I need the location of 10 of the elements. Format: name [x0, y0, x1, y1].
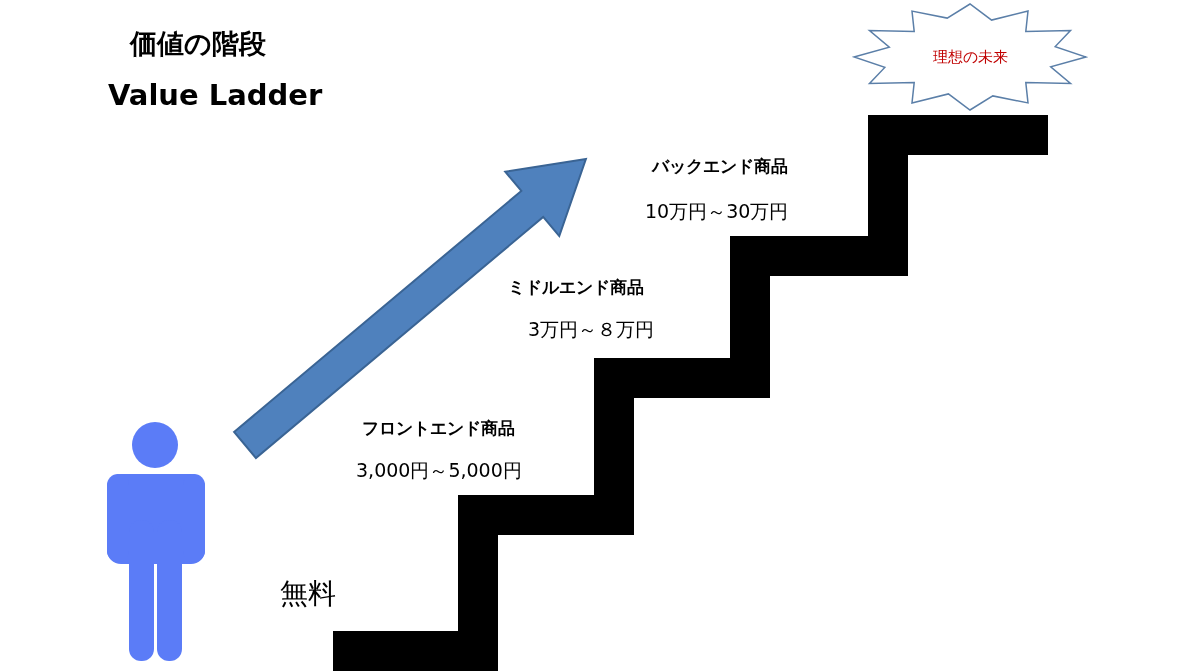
- subtitle: Value Ladder: [108, 78, 323, 113]
- tier-name: ミドルエンド商品: [508, 277, 644, 298]
- burst-label: 理想の未来: [932, 47, 1008, 67]
- tier-name: フロントエンド商品: [362, 418, 515, 439]
- tier-name: 無料: [280, 577, 336, 611]
- price-range: 3万円～８万円: [528, 318, 655, 341]
- title: 価値の階段: [130, 28, 266, 61]
- price-range: 3,000円～5,000円: [356, 459, 522, 482]
- tier-name: バックエンド商品: [652, 156, 788, 177]
- price-range: 10万円～30万円: [645, 200, 789, 223]
